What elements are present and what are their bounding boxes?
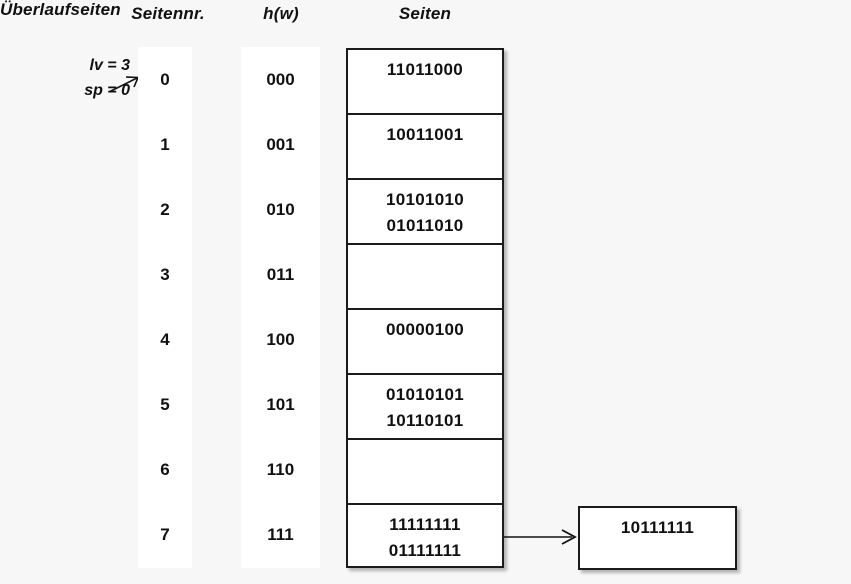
- split-pointer-arrow-icon: [108, 76, 140, 93]
- seitennr-cell: 0: [160, 70, 170, 89]
- page-entry: 10101010: [385, 190, 465, 209]
- seiten-table: 11011000 10011001 10101010 01011010 0000…: [346, 48, 504, 568]
- page-bucket: 10011001: [348, 115, 502, 180]
- page-bucket-empty: [348, 245, 502, 310]
- seitennr-cell: 6: [160, 460, 170, 479]
- page-entry: 10110101: [386, 411, 464, 430]
- seitennr-cell: 5: [160, 395, 170, 414]
- page-entry: 11111111: [389, 515, 461, 534]
- page-bucket: 11111111 01111111: [348, 505, 502, 570]
- hw-cell: 011: [266, 265, 295, 284]
- seitennr-cell: 2: [160, 200, 170, 219]
- page-entry: 00000100: [385, 320, 465, 339]
- hw-cell: 101: [266, 395, 295, 414]
- overflow-page-entry: 10111111: [620, 518, 695, 537]
- hw-cell: 010: [266, 200, 295, 219]
- column-header-ueberlaufseiten: Überlaufseiten: [0, 0, 121, 19]
- hw-cell: 110: [266, 460, 295, 479]
- page-entry: 01010101: [385, 385, 465, 404]
- hw-cell: 111: [267, 525, 294, 544]
- split-pointer-value: sp = 0: [84, 82, 130, 99]
- level-value: lv = 3: [89, 57, 130, 74]
- overflow-page: 10111111: [578, 506, 737, 570]
- hw-cell: 000: [266, 70, 295, 89]
- seitennr-cell: 1: [160, 135, 170, 154]
- hw-cell: 100: [266, 330, 295, 349]
- page-bucket: 11011000: [348, 50, 502, 115]
- seitennr-cell: 4: [160, 330, 170, 349]
- page-bucket: 10101010 01011010: [348, 180, 502, 245]
- seitennr-column-strip: [138, 47, 192, 568]
- hw-cell: 001: [266, 135, 295, 154]
- column-header-hw: h(w): [263, 4, 299, 23]
- page-bucket: 00000100: [348, 310, 502, 375]
- seitennr-cell: 7: [160, 525, 170, 544]
- column-header-seiten: Seiten: [398, 4, 452, 23]
- page-entry: 01011010: [386, 216, 464, 235]
- seitennr-cell: 3: [160, 265, 170, 284]
- column-header-seitennr: Seitennr.: [131, 4, 205, 23]
- overflow-link-arrow-icon: [504, 529, 577, 545]
- level-split-annotation: lv = 3 sp = 0: [30, 53, 130, 103]
- page-bucket-empty: [348, 440, 502, 505]
- page-entry: 10011001: [386, 125, 464, 144]
- hw-column-strip: [241, 47, 320, 568]
- page-entry: 11011000: [386, 60, 464, 79]
- page-bucket: 01010101 10110101: [348, 375, 502, 440]
- page-entry: 01111111: [388, 541, 462, 560]
